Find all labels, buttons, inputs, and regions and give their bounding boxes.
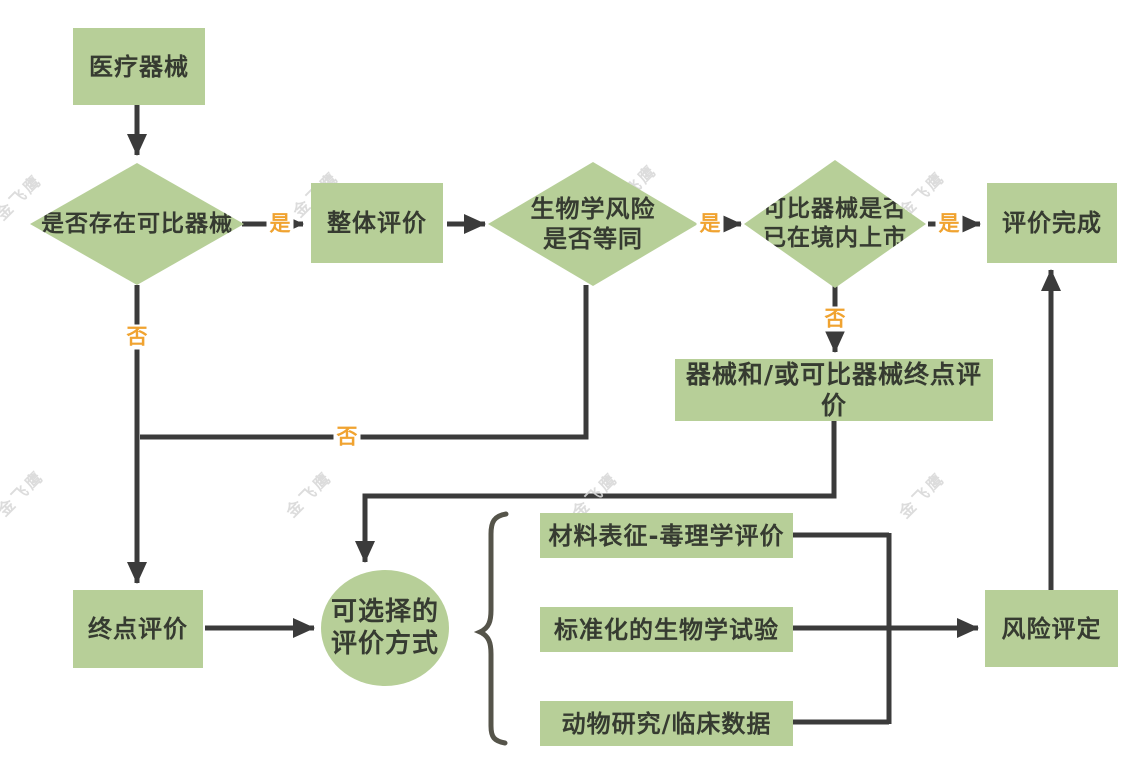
- node-animal-research-clinical-data: 动物研究/临床数据: [540, 701, 793, 746]
- node-medical-device: 医疗器械: [73, 28, 205, 105]
- decision-comparable-marketed-line1: 可比器械是否: [763, 196, 907, 223]
- node-selectable-evaluation-methods: 可选择的 评价方式: [321, 570, 449, 686]
- edge-label-yes-2: 是: [696, 211, 724, 237]
- line-no-biorisk-join: [140, 285, 589, 440]
- node-evaluation-complete: 评价完成: [987, 183, 1117, 263]
- node-selectable-methods-line1: 可选择的: [330, 596, 439, 627]
- decision-biological-risk-line1: 生物学风险: [530, 195, 656, 223]
- node-standardized-biological-tests: 标准化的生物学试验: [540, 607, 793, 652]
- edge-label-no-1: 否: [123, 324, 151, 350]
- decision-biological-risk-line2: 是否等同: [543, 225, 643, 253]
- node-overall-evaluation: 整体评价: [311, 183, 443, 263]
- node-material-characterization-toxicology: 材料表征-毒理学评价: [540, 513, 793, 558]
- node-endpoint-evaluation: 终点评价: [73, 590, 203, 668]
- edge-label-yes-3: 是: [935, 211, 963, 237]
- edge-label-no-3: 否: [333, 424, 361, 450]
- arrow-device-endpoint-to-methods-circle: [355, 421, 837, 563]
- node-device-or-comparable-endpoint-evaluation: 器械和/或可比器械终点评价: [675, 359, 993, 421]
- node-selectable-methods-line2: 评价方式: [330, 629, 439, 659]
- node-risk-assessment: 风险评定: [985, 590, 1118, 667]
- edge-label-no-2: 否: [821, 306, 849, 332]
- curly-brace-icon: [473, 511, 509, 746]
- edge-label-yes-1: 是: [266, 211, 294, 237]
- decision-comparable-marketed-line2: 已在境内上市: [763, 225, 907, 251]
